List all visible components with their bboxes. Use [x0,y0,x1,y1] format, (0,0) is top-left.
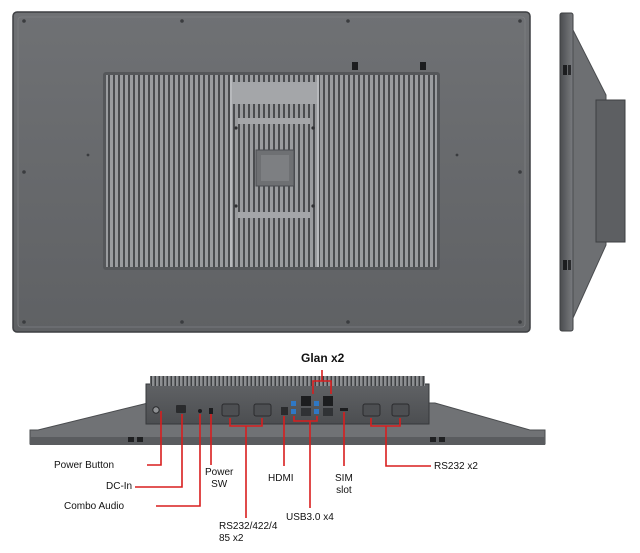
label-rs232-422-line1: RS232/422/4 [219,521,278,532]
label-combo-audio: Combo Audio [64,501,125,512]
side-view [559,12,626,332]
label-rs232-422-485: RS232/422/4 85 x2 [219,521,277,545]
callout-lines [135,370,431,518]
label-sim-slot: SIM slot [335,473,353,497]
label-dc-in: DC-In [106,481,133,492]
port-combo-audio [198,409,202,413]
label-power-sw: Power SW [205,467,233,491]
port-hdmi [281,407,288,415]
label-rs232-422-line2: 85 x2 [219,533,244,544]
label-hdmi: HDMI [268,473,294,484]
port-sim-slot [340,408,348,411]
label-sim-line2: slot [336,485,352,496]
label-power-button: Power Button [54,460,115,471]
heatsink [103,72,440,270]
port-usb30 [291,401,319,414]
port-rs232-422-485 [221,403,272,417]
port-power-sw [209,408,213,414]
label-power-sw-line1: Power [205,467,234,478]
label-sim-line1: SIM [335,473,353,484]
port-rs232 [362,403,410,417]
label-rs232-x2: RS232 x2 [434,461,478,472]
label-glan: Glan x2 [301,351,345,365]
label-usb30: USB3.0 x4 [286,512,334,523]
bottom-view [29,376,546,445]
label-power-sw-line2: SW [211,479,228,490]
port-power-button [152,406,160,414]
port-dc-in [176,405,186,413]
port-glan [301,396,333,416]
